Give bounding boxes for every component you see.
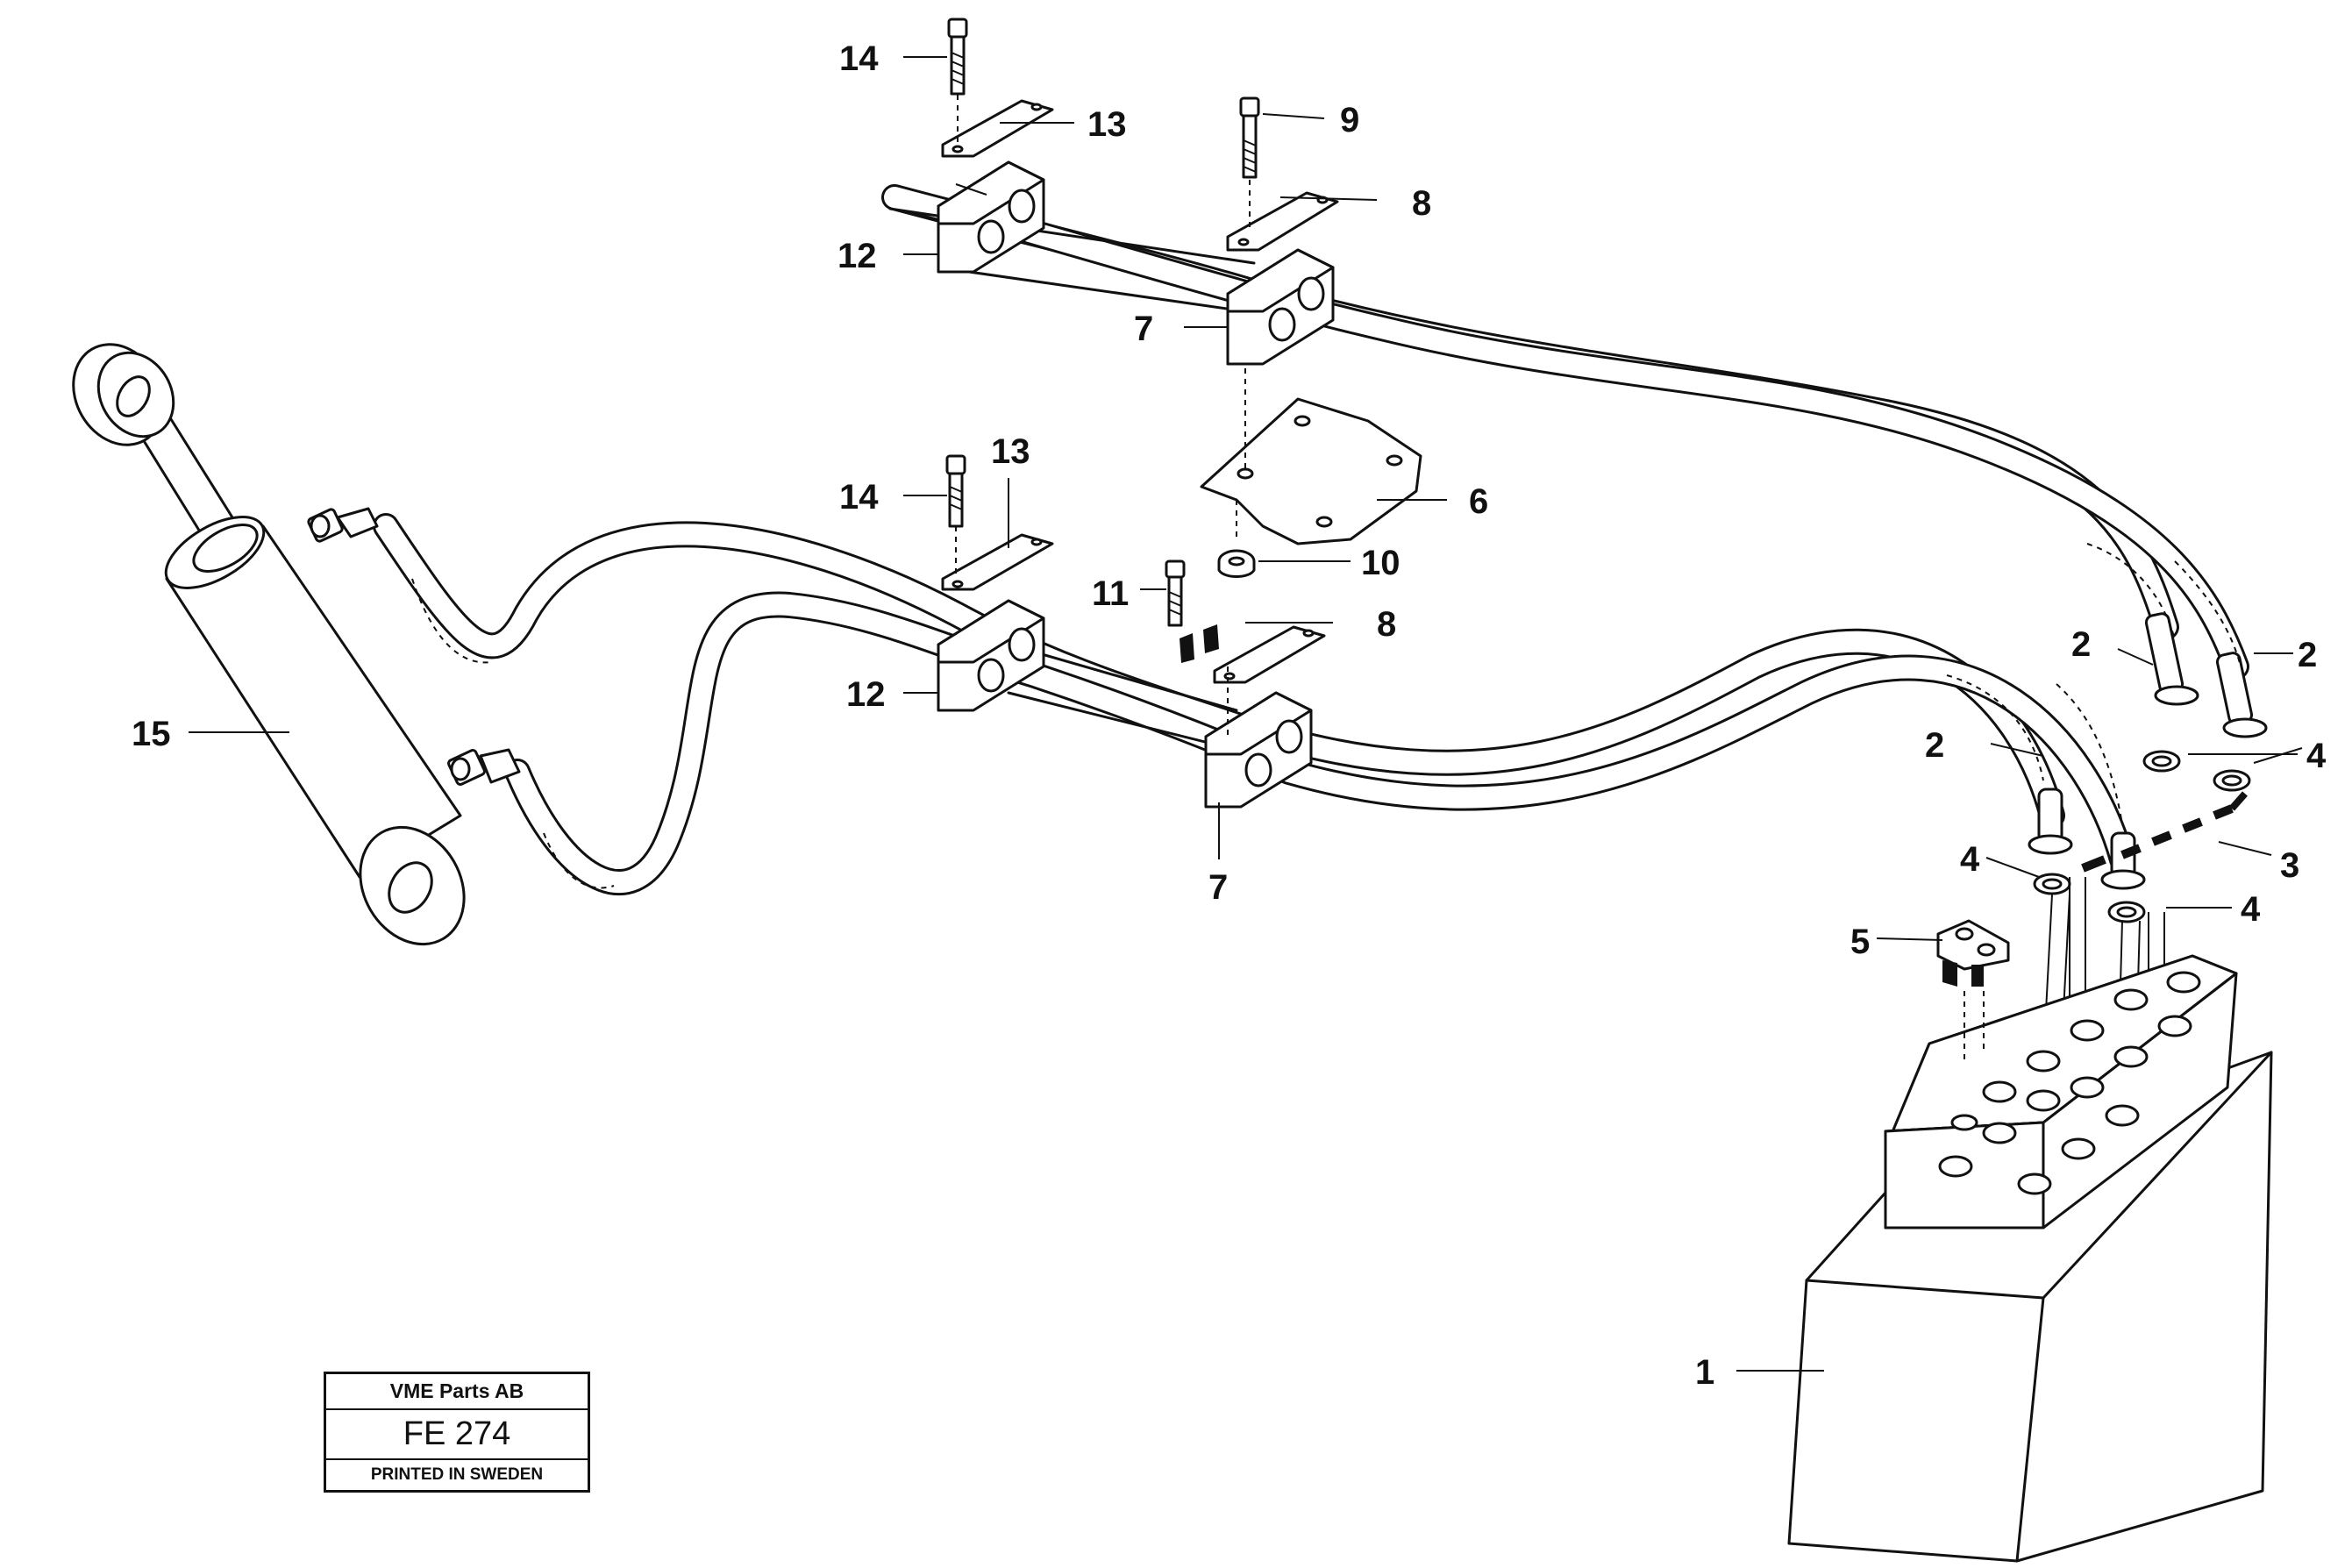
bolt-14-lower [945,454,966,577]
flange-seal-strip [2081,791,2248,873]
lower-clamp-rod [1007,643,1238,752]
callouts: 1 2 2 2 3 4 4 4 5 6 7 7 8 8 9 10 11 12 1… [132,39,2327,1392]
callout-2-upper-right: 2 [2298,636,2317,674]
callout-9: 9 [1340,101,1359,139]
bolt-9 [1239,96,1260,232]
callout-15: 15 [132,715,171,753]
callout-13-upper: 13 [1087,105,1127,144]
hose-upper-pair [881,184,2249,680]
lock-washers [1180,624,1229,737]
figure-code: FE 274 [326,1410,588,1460]
mounting-plate-6 [1200,368,1422,545]
callout-7-lower: 7 [1208,868,1228,907]
clamp-body-12-upper [937,160,1045,274]
callout-12-upper: 12 [837,237,877,275]
callout-1: 1 [1695,1353,1714,1392]
callout-8-lower: 8 [1377,605,1396,644]
clamp-plate-8-upper [1226,191,1339,252]
callout-10: 10 [1361,544,1401,582]
clamp-plate-13-upper [941,99,1054,158]
hose-lower-pair [373,513,2135,895]
clamp-body-12-lower [937,599,1045,712]
callout-7-upper: 7 [1134,310,1153,348]
callout-4-left: 4 [1960,840,1980,879]
bolt-11 [1165,559,1186,627]
callout-3: 3 [2280,846,2299,885]
clamp-plate-13-lower [941,533,1054,591]
hose-fittings [411,543,2268,890]
callout-13-lower: 13 [991,432,1030,471]
clamp-body-7-upper [1226,248,1335,366]
callout-2-upper-left: 2 [2071,625,2091,664]
bolt-14-upper [947,18,968,145]
o-rings [2033,750,2251,923]
callout-11: 11 [1092,574,1129,613]
nut-10 [1217,549,1256,578]
callout-12-lower: 12 [846,675,886,714]
callout-4-lower: 4 [2241,890,2261,929]
callout-14-upper: 14 [839,39,879,78]
print-note: PRINTED IN SWEDEN [370,1465,544,1484]
clamp-plate-8-lower [1213,625,1326,684]
callout-2-lower: 2 [1925,726,1944,765]
callout-4-right: 4 [2306,737,2327,775]
company-name: VME Parts AB [326,1374,588,1410]
callout-5: 5 [1850,923,1870,961]
leader-lines [189,56,2303,1372]
title-block: VME Parts AB FE 274 PRINTED IN SWEDEN [324,1372,590,1493]
callout-6: 6 [1469,482,1488,521]
hydraulic-cylinder [72,343,521,946]
callout-14-lower: 14 [839,478,879,517]
pipe-bracket [1936,919,2010,1061]
control-valve-block [1787,954,2273,1563]
clamp-body-7-lower [1204,691,1313,809]
callout-8-upper: 8 [1412,184,1431,223]
